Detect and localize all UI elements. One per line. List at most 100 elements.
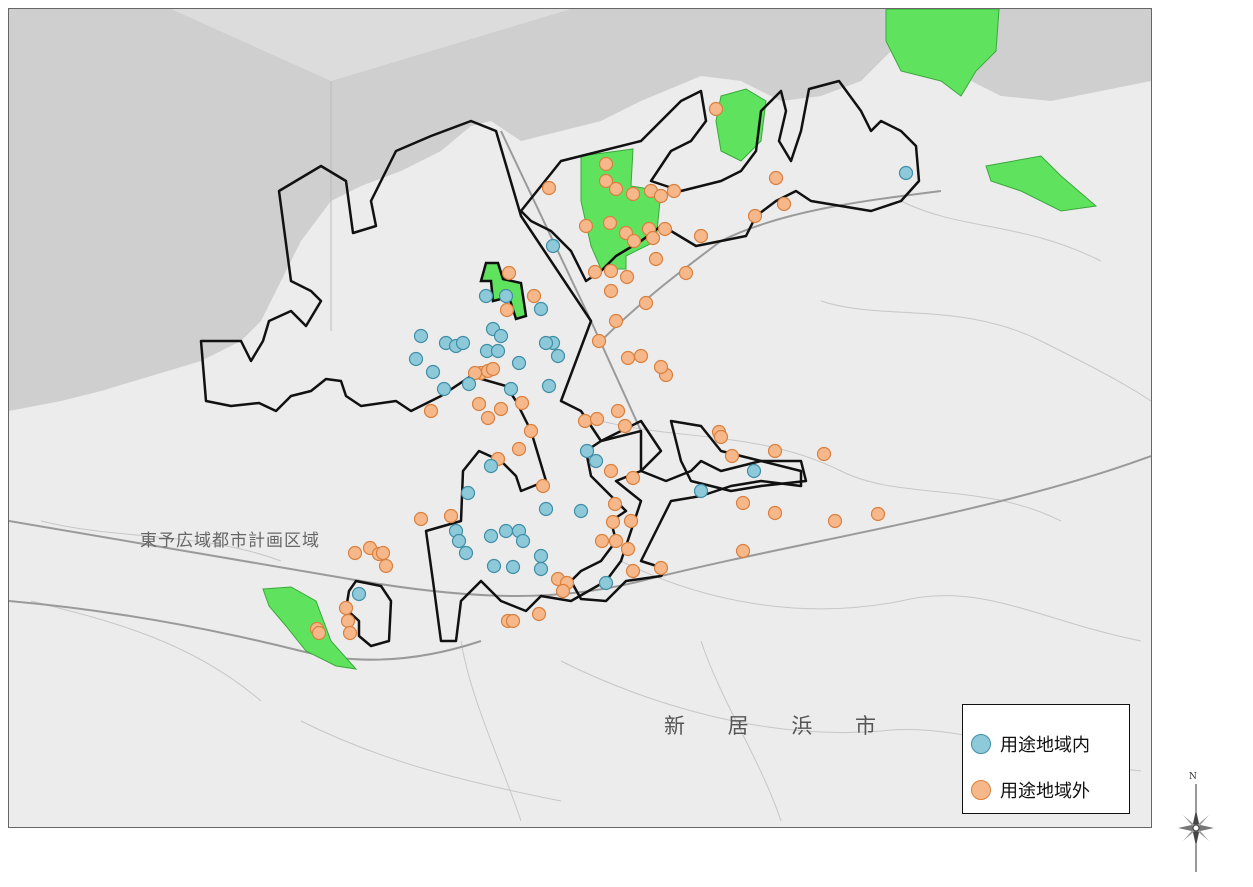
point-outside-zoning[interactable] (623, 513, 639, 529)
point-outside-zoning[interactable] (443, 508, 459, 524)
point-inside-zoning[interactable] (483, 458, 499, 474)
point-outside-zoning[interactable] (480, 410, 496, 426)
point-outside-zoning[interactable] (610, 403, 626, 419)
point-inside-zoning[interactable] (460, 485, 476, 501)
point-outside-zoning[interactable] (626, 233, 642, 249)
point-outside-zoning[interactable] (617, 418, 633, 434)
point-inside-zoning[interactable] (746, 463, 762, 479)
point-outside-zoning[interactable] (653, 359, 669, 375)
point-outside-zoning[interactable] (531, 606, 547, 622)
point-outside-zoning[interactable] (602, 215, 618, 231)
point-outside-zoning[interactable] (375, 545, 391, 561)
point-outside-zoning[interactable] (555, 583, 571, 599)
point-inside-zoning[interactable] (486, 558, 502, 574)
point-outside-zoning[interactable] (620, 541, 636, 557)
point-outside-zoning[interactable] (493, 401, 509, 417)
point-outside-zoning[interactable] (735, 495, 751, 511)
point-inside-zoning[interactable] (490, 343, 506, 359)
point-outside-zoning[interactable] (523, 423, 539, 439)
point-outside-zoning[interactable] (501, 265, 517, 281)
point-outside-zoning[interactable] (608, 533, 624, 549)
point-outside-zoning[interactable] (625, 186, 641, 202)
point-outside-zoning[interactable] (347, 545, 363, 561)
point-outside-zoning[interactable] (594, 533, 610, 549)
point-outside-zoning[interactable] (378, 558, 394, 574)
point-inside-zoning[interactable] (425, 364, 441, 380)
point-inside-zoning[interactable] (503, 381, 519, 397)
point-inside-zoning[interactable] (455, 335, 471, 351)
point-outside-zoning[interactable] (413, 511, 429, 527)
point-outside-zoning[interactable] (619, 269, 635, 285)
point-outside-zoning[interactable] (633, 348, 649, 364)
point-outside-zoning[interactable] (653, 188, 669, 204)
point-inside-zoning[interactable] (588, 453, 604, 469)
point-outside-zoning[interactable] (767, 505, 783, 521)
point-outside-zoning[interactable] (648, 251, 664, 267)
point-outside-zoning[interactable] (577, 413, 593, 429)
point-inside-zoning[interactable] (413, 328, 429, 344)
point-inside-zoning[interactable] (579, 443, 595, 459)
point-outside-zoning[interactable] (708, 101, 724, 117)
point-outside-zoning[interactable] (608, 313, 624, 329)
point-inside-zoning[interactable] (693, 483, 709, 499)
point-outside-zoning[interactable] (735, 543, 751, 559)
point-outside-zoning[interactable] (638, 295, 654, 311)
point-outside-zoning[interactable] (768, 170, 784, 186)
point-inside-zoning[interactable] (541, 378, 557, 394)
point-outside-zoning[interactable] (485, 361, 501, 377)
point-outside-zoning[interactable] (342, 625, 358, 641)
point-outside-zoning[interactable] (471, 396, 487, 412)
point-outside-zoning[interactable] (423, 403, 439, 419)
point-outside-zoning[interactable] (514, 395, 530, 411)
point-outside-zoning[interactable] (816, 446, 832, 462)
point-outside-zoning[interactable] (653, 560, 669, 576)
point-outside-zoning[interactable] (713, 429, 729, 445)
point-inside-zoning[interactable] (550, 348, 566, 364)
point-outside-zoning[interactable] (608, 181, 624, 197)
point-outside-zoning[interactable] (625, 470, 641, 486)
point-inside-zoning[interactable] (511, 355, 527, 371)
point-inside-zoning[interactable] (505, 559, 521, 575)
point-inside-zoning[interactable] (483, 528, 499, 544)
point-inside-zoning[interactable] (451, 533, 467, 549)
point-inside-zoning[interactable] (573, 503, 589, 519)
point-outside-zoning[interactable] (467, 365, 483, 381)
point-outside-zoning[interactable] (724, 448, 740, 464)
point-outside-zoning[interactable] (578, 218, 594, 234)
point-inside-zoning[interactable] (515, 533, 531, 549)
point-outside-zoning[interactable] (827, 513, 843, 529)
point-inside-zoning[interactable] (478, 288, 494, 304)
point-inside-zoning[interactable] (458, 545, 474, 561)
point-outside-zoning[interactable] (587, 264, 603, 280)
point-inside-zoning[interactable] (498, 523, 514, 539)
point-outside-zoning[interactable] (311, 625, 327, 641)
point-outside-zoning[interactable] (625, 563, 641, 579)
point-outside-zoning[interactable] (505, 613, 521, 629)
point-inside-zoning[interactable] (545, 238, 561, 254)
point-inside-zoning[interactable] (498, 288, 514, 304)
point-outside-zoning[interactable] (603, 463, 619, 479)
point-outside-zoning[interactable] (776, 196, 792, 212)
point-outside-zoning[interactable] (767, 443, 783, 459)
point-outside-zoning[interactable] (598, 173, 614, 189)
point-outside-zoning[interactable] (620, 350, 636, 366)
point-outside-zoning[interactable] (870, 506, 886, 522)
point-outside-zoning[interactable] (535, 478, 551, 494)
point-outside-zoning[interactable] (589, 411, 605, 427)
point-inside-zoning[interactable] (533, 561, 549, 577)
point-outside-zoning[interactable] (541, 180, 557, 196)
point-inside-zoning[interactable] (898, 165, 914, 181)
point-inside-zoning[interactable] (533, 548, 549, 564)
point-inside-zoning[interactable] (538, 501, 554, 517)
point-outside-zoning[interactable] (526, 288, 542, 304)
point-outside-zoning[interactable] (605, 514, 621, 530)
point-outside-zoning[interactable] (607, 496, 623, 512)
point-outside-zoning[interactable] (747, 208, 763, 224)
point-outside-zoning[interactable] (666, 183, 682, 199)
point-outside-zoning[interactable] (338, 600, 354, 616)
point-inside-zoning[interactable] (461, 376, 477, 392)
point-outside-zoning[interactable] (591, 333, 607, 349)
point-inside-zoning[interactable] (408, 351, 424, 367)
point-inside-zoning[interactable] (493, 328, 509, 344)
point-inside-zoning[interactable] (351, 586, 367, 602)
